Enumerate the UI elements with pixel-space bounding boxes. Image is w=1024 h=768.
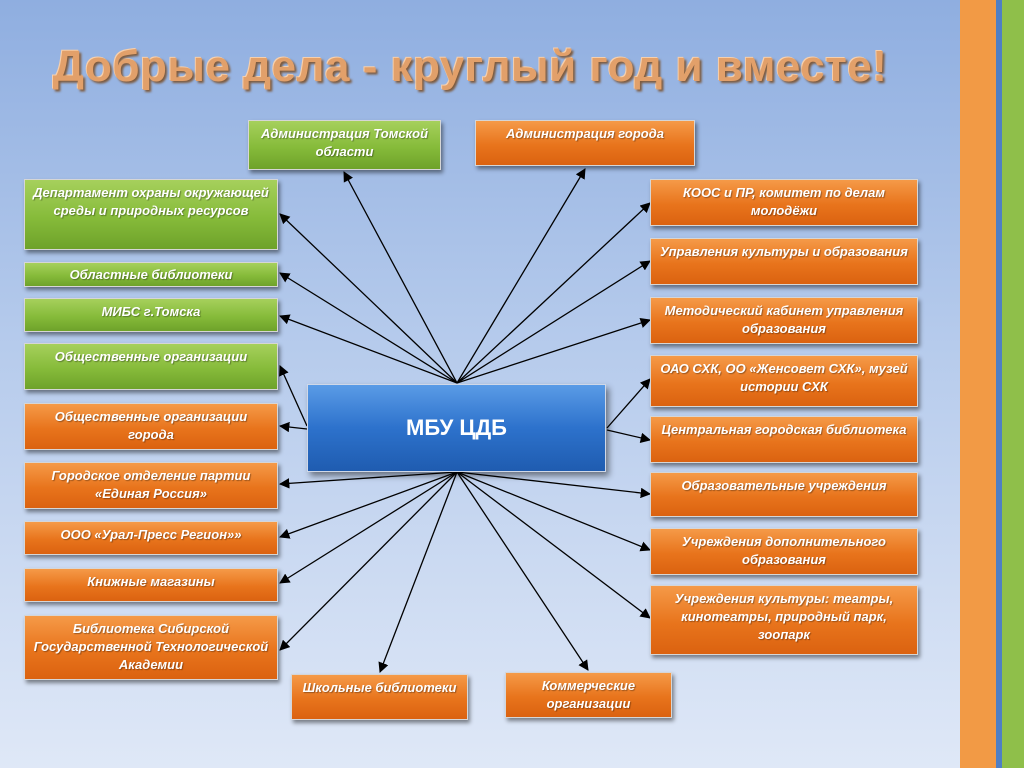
arrow-admin-tomsk-region [343, 171, 458, 384]
box-bookstores: Книжные магазины [24, 568, 278, 602]
box-koos-youth: КООС и ПР, комитет по делам молодёжи [650, 179, 918, 226]
arrow-mibs-tomsk [279, 314, 458, 384]
box-public-orgs: Общественные организации [24, 343, 278, 390]
arrow-admin-city [456, 168, 586, 384]
box-regional-libraries: Областные библиотеки [24, 262, 278, 287]
box-admin-tomsk-region: Администрация Томской области [248, 120, 441, 170]
arrow-dept-environment [279, 213, 458, 384]
box-dept-environment: Департамент охраны окружающей среды и пр… [24, 179, 278, 250]
arrow-central-city-library [606, 429, 652, 443]
arrow-ural-press [279, 471, 458, 539]
page-title: Добрые дела - круглый год и вместе! [52, 42, 888, 91]
side-stripe-blue [996, 0, 1002, 768]
box-sstu-library: Библиотека Сибирской Государственной Тех… [24, 615, 278, 680]
arrow-city-public-orgs [278, 421, 308, 433]
arrow-additional-education [456, 471, 651, 552]
arrow-public-orgs [279, 365, 308, 427]
arrow-regional-libraries [279, 272, 458, 384]
box-mibs-tomsk: МИБС г.Томска [24, 298, 278, 332]
arrow-culture-education [456, 260, 651, 384]
box-educational-institutions: Образовательные учреждения [650, 472, 918, 517]
arrow-school-libraries [378, 471, 458, 673]
box-methodical-office: Методический кабинет управления образова… [650, 297, 918, 344]
side-stripe-orange [960, 0, 996, 768]
arrow-methodical-office [456, 317, 651, 384]
arrow-sstu-library [279, 471, 458, 651]
box-school-libraries: Школьные библиотеки [291, 674, 468, 720]
box-city-public-orgs: Общественные организации города [24, 403, 278, 450]
box-admin-city: Администрация города [475, 120, 695, 166]
box-culture-institutions: Учреждения культуры: театры, кинотеатры,… [650, 585, 918, 655]
arrow-shk [606, 378, 651, 429]
box-central-city-library: Центральная городская библиотека [650, 416, 918, 463]
arrow-united-russia [278, 471, 458, 489]
box-ural-press: ООО «Урал-Пресс Регион»» [24, 521, 278, 555]
arrow-commercial-orgs [456, 471, 589, 671]
box-shk: ОАО СХК, ОО «Женсовет СХК», музей истори… [650, 355, 918, 407]
arrow-bookstores [279, 471, 458, 584]
hub-mbu-tsdb: МБУ ЦДБ [307, 384, 606, 472]
box-additional-education: Учреждения дополнительного образования [650, 528, 918, 575]
side-stripe-green [1002, 0, 1024, 768]
box-culture-education: Управления культуры и образования [650, 238, 918, 285]
arrow-culture-institutions [456, 471, 651, 619]
box-commercial-orgs: Коммерческие организации [505, 672, 672, 718]
arrow-koos-youth [456, 202, 651, 384]
arrow-educational-institutions [456, 471, 652, 499]
box-united-russia: Городское отделение партии «Единая Росси… [24, 462, 278, 509]
